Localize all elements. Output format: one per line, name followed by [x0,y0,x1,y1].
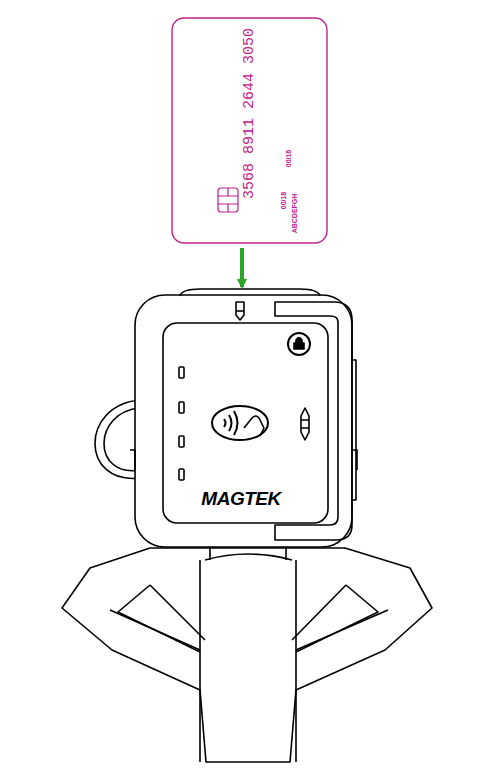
card-reader: MAGTEK [135,295,352,547]
card-date: 00/16 [286,149,293,167]
card-date: 00/18 [281,191,288,209]
cardholder-name: ABCDEFGH [291,193,298,233]
payment-card: 3568 8911 2644 3050 00/16 00/18ABCDEFGH [172,18,327,243]
insert-arrow [240,248,244,287]
card-number: 3568 8911 2644 3050 [243,27,258,198]
brand-logo: MAGTEK [201,489,280,508]
